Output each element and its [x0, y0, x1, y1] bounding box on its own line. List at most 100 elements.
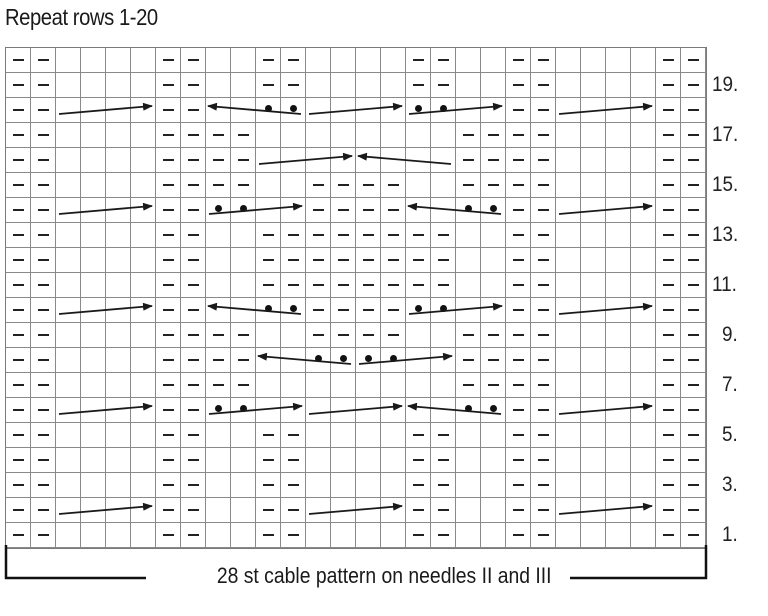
chart-cell	[131, 48, 156, 73]
chart-cell	[331, 173, 356, 198]
chart-cell	[31, 98, 56, 123]
chart-cell	[631, 398, 656, 423]
chart-cell	[431, 473, 456, 498]
chart-cell	[556, 273, 581, 298]
chart-cell	[631, 223, 656, 248]
purl-dash-icon	[663, 484, 674, 486]
chart-cell	[181, 523, 206, 548]
purl-dash-icon	[213, 184, 224, 186]
chart-cell	[431, 398, 456, 423]
purl-dash-icon	[663, 284, 674, 286]
chart-cell	[631, 248, 656, 273]
chart-cell	[631, 523, 656, 548]
chart-cell	[656, 373, 681, 398]
purl-dash-icon	[288, 284, 299, 286]
chart-cell	[506, 198, 531, 223]
chart-cell	[506, 73, 531, 98]
chart-cell	[556, 198, 581, 223]
chart-cell	[81, 73, 106, 98]
chart-cell	[81, 248, 106, 273]
chart-cell	[556, 473, 581, 498]
chart-cell	[581, 123, 606, 148]
chart-cell	[356, 73, 381, 98]
purl-dash-icon	[338, 284, 349, 286]
dot-icon	[440, 105, 447, 112]
purl-dash-icon	[338, 184, 349, 186]
chart-cell	[581, 148, 606, 173]
purl-dash-icon	[313, 309, 324, 311]
chart-cell	[81, 348, 106, 373]
purl-dash-icon	[413, 234, 424, 236]
purl-dash-icon	[38, 159, 49, 161]
chart-cell	[56, 373, 81, 398]
chart-cell	[606, 273, 631, 298]
dot-icon	[490, 405, 497, 412]
chart-cell	[481, 223, 506, 248]
chart-cell	[56, 523, 81, 548]
purl-dash-icon	[413, 284, 424, 286]
chart-cell	[656, 398, 681, 423]
purl-dash-icon	[513, 334, 524, 336]
chart-cell	[656, 423, 681, 448]
chart-cell	[606, 398, 631, 423]
chart-cell	[681, 248, 706, 273]
purl-dash-icon	[13, 484, 24, 486]
chart-cell	[231, 498, 256, 523]
chart-cell	[331, 473, 356, 498]
purl-dash-icon	[163, 134, 174, 136]
purl-dash-icon	[163, 359, 174, 361]
purl-dash-icon	[413, 434, 424, 436]
chart-cell	[556, 73, 581, 98]
chart-cell	[406, 448, 431, 473]
chart-cell	[356, 98, 381, 123]
chart-cell	[356, 48, 381, 73]
purl-dash-icon	[488, 159, 499, 161]
chart-cell	[6, 148, 31, 173]
chart-cell	[31, 173, 56, 198]
chart-cell	[206, 398, 231, 423]
chart-cell	[206, 123, 231, 148]
chart-cell	[6, 498, 31, 523]
purl-dash-icon	[513, 234, 524, 236]
chart-cell	[581, 323, 606, 348]
purl-dash-icon	[463, 359, 474, 361]
chart-cell	[56, 473, 81, 498]
purl-dash-icon	[188, 459, 199, 461]
chart-cell	[431, 423, 456, 448]
chart-cell	[6, 323, 31, 348]
chart-cell	[31, 473, 56, 498]
chart-cell	[331, 348, 356, 373]
row-label: 7.	[722, 373, 738, 396]
chart-cell	[581, 423, 606, 448]
chart-cell	[506, 398, 531, 423]
dot-icon	[290, 305, 297, 312]
purl-dash-icon	[188, 159, 199, 161]
purl-dash-icon	[663, 84, 674, 86]
chart-cell	[156, 48, 181, 73]
purl-dash-icon	[38, 184, 49, 186]
chart-cell	[681, 298, 706, 323]
purl-dash-icon	[688, 159, 699, 161]
purl-dash-icon	[238, 134, 249, 136]
purl-dash-icon	[163, 109, 174, 111]
chart-cell	[206, 98, 231, 123]
dot-icon	[240, 205, 247, 212]
purl-dash-icon	[388, 334, 399, 336]
chart-cell	[256, 348, 281, 373]
purl-dash-icon	[338, 259, 349, 261]
chart-cell	[581, 48, 606, 73]
chart-cell	[531, 523, 556, 548]
chart-cell	[456, 48, 481, 73]
purl-dash-icon	[663, 134, 674, 136]
chart-cell	[431, 498, 456, 523]
chart-cell	[206, 348, 231, 373]
chart-cell	[381, 423, 406, 448]
purl-dash-icon	[513, 484, 524, 486]
chart-cell	[106, 198, 131, 223]
purl-dash-icon	[513, 134, 524, 136]
chart-cell	[431, 73, 456, 98]
chart-cell	[656, 73, 681, 98]
row-label: 19.	[712, 73, 739, 96]
purl-dash-icon	[413, 534, 424, 536]
chart-cell	[131, 373, 156, 398]
